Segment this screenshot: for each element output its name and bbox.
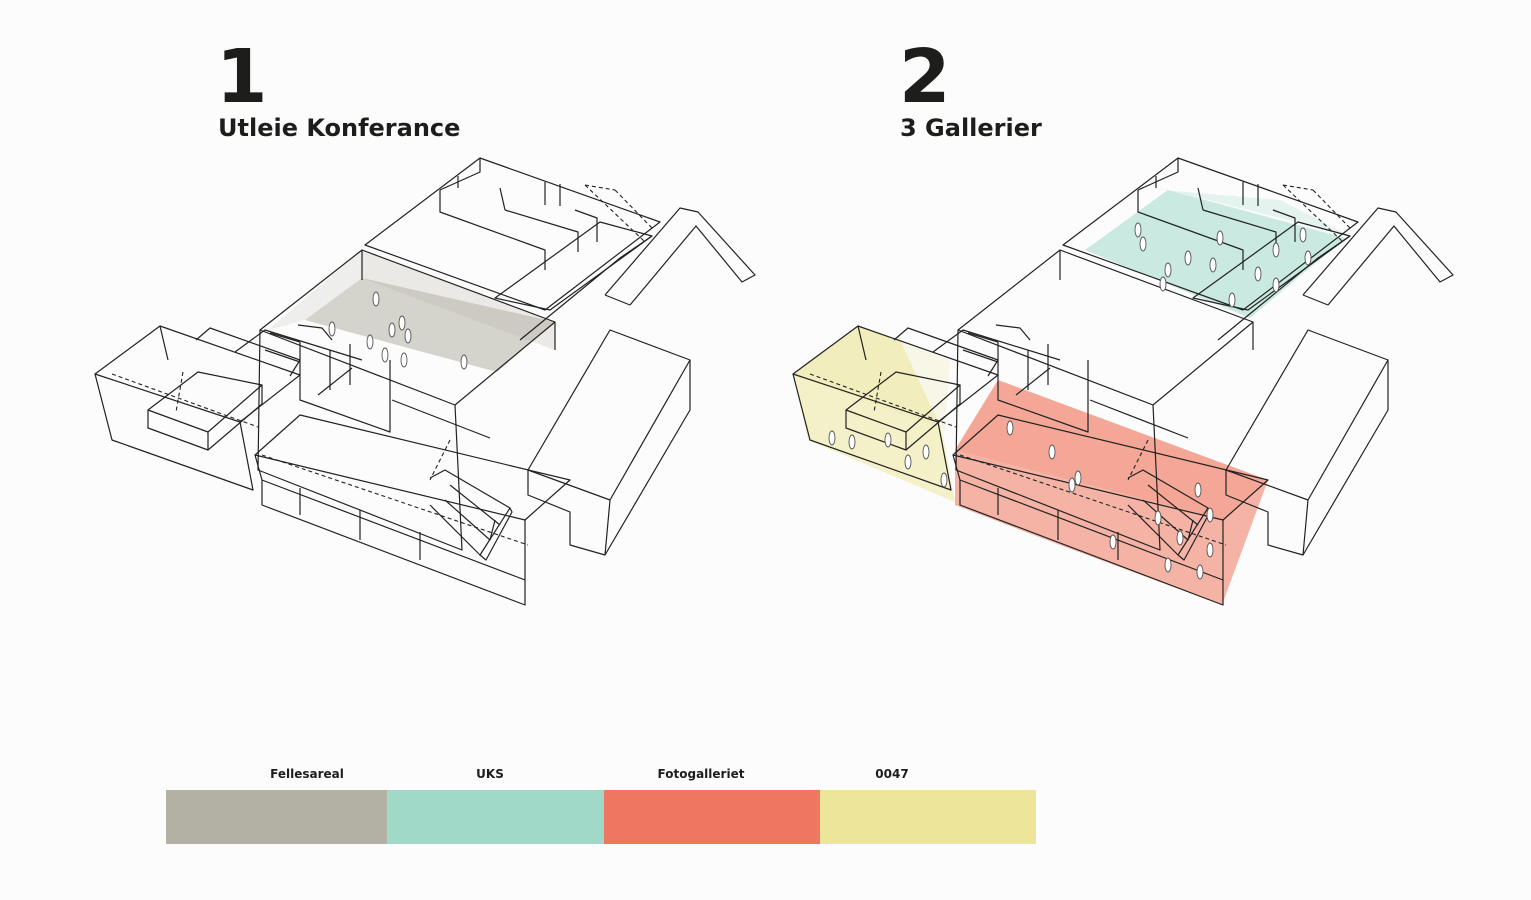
uks-wall (1140, 188, 1348, 235)
panel-2-title: 3 Gallerier (900, 114, 1042, 142)
legend-swatch-0047 (820, 790, 1036, 844)
legend-swatch-fellesareal (166, 790, 387, 844)
legend-swatch-fotogalleriet (604, 790, 820, 844)
uks-floor (1085, 190, 1345, 318)
panel-1-number: 1 (216, 34, 267, 120)
legend-label-0047: 0047 (875, 767, 909, 781)
legend-swatch-uks (387, 790, 604, 844)
fotogalleriet-top (955, 380, 1268, 520)
legend-label-uks: UKS (476, 767, 504, 781)
panel-2-number: 2 (899, 34, 950, 120)
legend-label-fotogalleriet: Fotogalleriet (657, 767, 745, 781)
diagram-2 (792, 157, 1454, 606)
panel-1-title: Utleie Konferance (218, 114, 461, 142)
zone-0047-top (793, 326, 950, 430)
zone-0047-front (793, 326, 955, 502)
fellesareal-floor (305, 278, 555, 372)
fellesareal-back (268, 250, 362, 330)
fellesareal-wall (362, 250, 555, 350)
legend-label-fellesareal: Fellesareal (270, 767, 344, 781)
diagram-1 (94, 157, 756, 606)
visitor-figures (828, 222, 1312, 580)
